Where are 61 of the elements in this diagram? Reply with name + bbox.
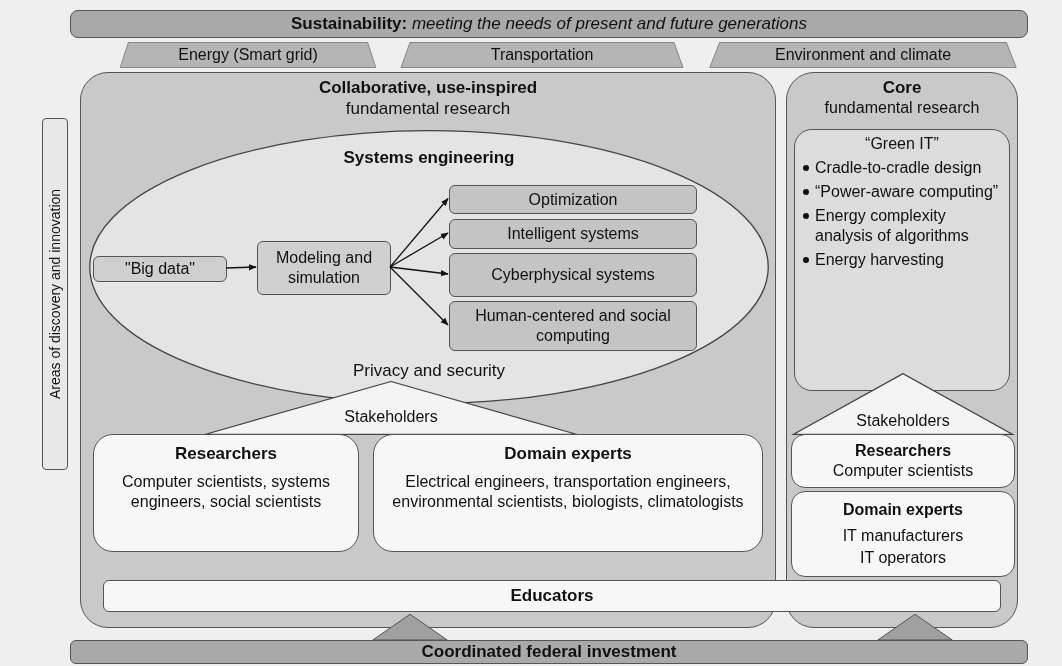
list-item: Energy complexity analysis of algorithms [815, 206, 970, 246]
process-box [93, 256, 227, 282]
list-item: “Power-aware computing” [815, 182, 999, 202]
tab-label: Energy (Smart grid) [178, 45, 318, 65]
panel-subheading: fundamental research [345, 98, 511, 120]
side-tab [42, 118, 68, 470]
box-heading: Researchers [854, 441, 952, 461]
list-item: Energy harvesting [815, 250, 944, 270]
stakeholder-box [373, 434, 763, 552]
ellipse-heading: Systems engineering [343, 147, 515, 169]
bar-label: Educators [510, 585, 594, 608]
topic-card [794, 129, 1010, 391]
box-label: Human-centered and social computing [474, 306, 672, 346]
box-heading: Domain experts [842, 500, 963, 520]
support-triangle [372, 614, 448, 640]
box-label: Intelligent systems [507, 224, 639, 244]
box-heading: Researchers [174, 443, 278, 465]
banner-title: Sustainability: meeting the needs of present and future generations [291, 13, 807, 36]
box-body: Computer scientists [832, 461, 974, 481]
arrow [225, 264, 257, 271]
panel-heading: Collaborative, use-inspired [318, 77, 538, 99]
card-heading: “Green IT” [865, 134, 939, 154]
box-label: Cyberphysical systems [491, 265, 655, 285]
investment-bar [70, 640, 1028, 664]
research-panel [80, 72, 776, 628]
panel-subheading: fundamental research [824, 98, 980, 119]
box-label: Modeling and simulation [274, 248, 374, 288]
side-label: Areas of discovery and innovation [45, 188, 64, 400]
research-panel [786, 72, 1018, 628]
arrow [389, 197, 449, 268]
stakeholder-triangle [791, 373, 1015, 435]
bar-label: Coordinated federal investment [421, 641, 677, 664]
stakeholder-box [791, 434, 1015, 488]
triangle-label: Stakeholders [344, 407, 438, 427]
arrow [389, 266, 449, 277]
arrow [389, 266, 449, 326]
title-banner [70, 10, 1028, 38]
box-body: Electrical engineers, transportation engineers, environmental scientists, biologists, climatologists [391, 472, 745, 513]
arrow [389, 232, 449, 268]
educators-bar [103, 580, 1001, 612]
panel-heading: Core [882, 77, 922, 99]
box-body: IT manufacturers [842, 526, 964, 546]
box-label: "Big data" [124, 259, 196, 279]
support-triangle [877, 614, 953, 640]
tab-label: Transportation [490, 45, 594, 65]
topic-box [449, 301, 697, 351]
triangle-label: Stakeholders [856, 411, 950, 431]
systems-ellipse [87, 129, 771, 405]
process-box [257, 241, 391, 295]
list-item: Cradle-to-cradle design [815, 158, 982, 178]
stakeholder-box [791, 491, 1015, 577]
box-body: IT operators [860, 548, 946, 568]
stakeholder-box [93, 434, 359, 552]
box-heading: Domain experts [504, 443, 632, 465]
topic-box [449, 185, 697, 214]
box-label: Optimization [528, 189, 618, 210]
box-body: Computer scientists, systems engineers, social scientists [120, 472, 332, 513]
tab-label: Environment and climate [774, 45, 952, 65]
topic-box [449, 253, 697, 297]
topic-box [449, 219, 697, 249]
ellipse-footer: Privacy and security [352, 357, 506, 383]
